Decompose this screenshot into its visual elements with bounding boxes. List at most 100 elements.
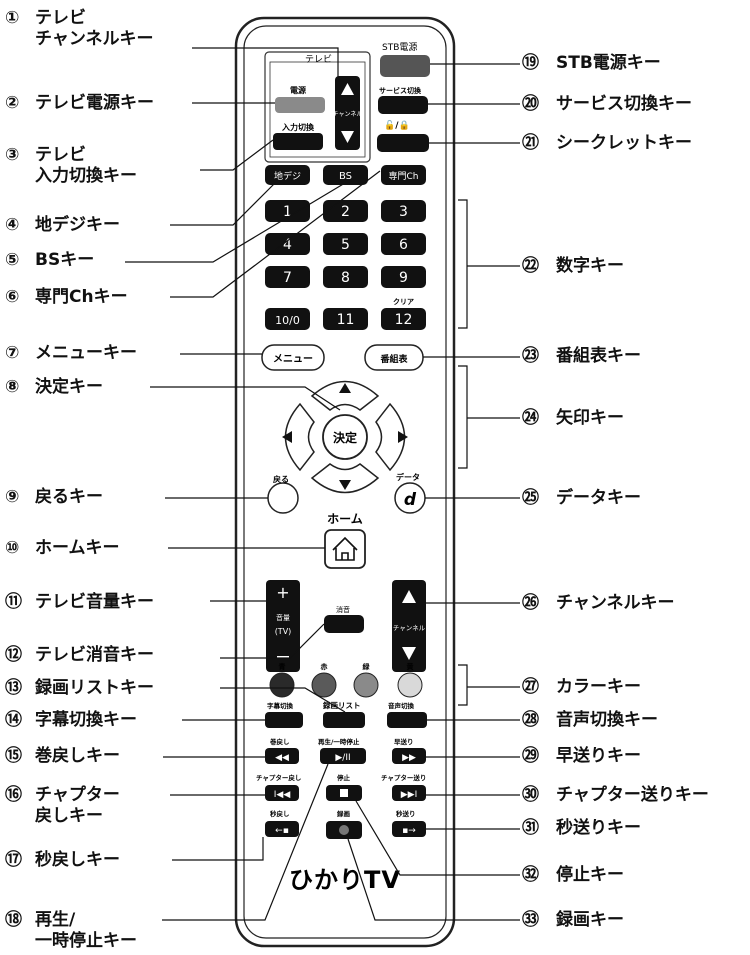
label-number: ⑰ <box>5 850 22 870</box>
subtitle-button[interactable] <box>265 712 303 728</box>
label-text: チャンネルキー <box>556 593 675 613</box>
home-caption: ホーム <box>327 512 363 526</box>
label-text: 決定キー <box>35 377 103 397</box>
home-icon <box>332 536 358 561</box>
label-number: ⑧ <box>5 377 20 397</box>
audio-button[interactable] <box>387 712 427 728</box>
clear-caption: クリア <box>393 297 414 306</box>
label-text: チャプター <box>35 785 120 805</box>
play-pause-button[interactable] <box>320 748 366 764</box>
label-number: ⑥ <box>5 287 20 307</box>
digit-0-button[interactable] <box>265 200 310 222</box>
play-pause-icon: ▶/II <box>335 753 350 763</box>
color-key-1-caption: 赤 <box>321 662 328 671</box>
bs-label: BS <box>339 171 352 182</box>
tv-section-label: テレビ <box>305 54 332 65</box>
color-key-3[interactable] <box>397 672 423 698</box>
digit-10-button[interactable] <box>323 308 368 330</box>
tv-volume-rocker[interactable] <box>266 580 300 672</box>
sec-fwd-button[interactable] <box>392 821 426 837</box>
tv-ch-up-icon <box>341 83 354 95</box>
digit-5-button[interactable] <box>381 233 426 255</box>
sec-back-button[interactable] <box>265 821 299 837</box>
sec-back-caption: 秒戻し <box>270 809 290 818</box>
stop-icon <box>340 789 348 797</box>
mute-button[interactable] <box>324 615 364 633</box>
color-key-1[interactable] <box>311 672 337 698</box>
digit-8-button[interactable] <box>381 266 426 288</box>
arrow-down-key[interactable] <box>310 463 380 494</box>
label-number: ㉓ <box>522 346 539 366</box>
digit-4-button[interactable] <box>323 233 368 255</box>
arrow-right-key[interactable] <box>375 402 406 472</box>
label-text: 数字キー <box>556 256 624 276</box>
chap-back-button[interactable] <box>265 785 299 801</box>
digit-8-label: 9 <box>399 270 408 286</box>
label-text: 早送りキー <box>556 746 641 766</box>
label-text-line2: 入力切換キー <box>35 166 137 187</box>
chideji-button[interactable] <box>265 165 310 185</box>
bracket-24 <box>458 365 468 469</box>
digit-2-button[interactable] <box>381 200 426 222</box>
digit-7-button[interactable] <box>323 266 368 288</box>
senmon-button[interactable] <box>381 165 426 185</box>
label-number: ㉚ <box>522 785 539 805</box>
sec-fwd-caption: 秒送り <box>396 809 416 818</box>
channel-rocker[interactable] <box>392 580 426 672</box>
back-caption: 戻る <box>272 474 289 484</box>
digit-9-button[interactable] <box>265 308 310 330</box>
menu-button[interactable] <box>261 344 325 371</box>
leader-33 <box>347 838 520 921</box>
label-text: 字幕切換キー <box>35 710 137 730</box>
label-text-line2: チャンネルキー <box>35 29 154 50</box>
label-number: ⑳ <box>522 94 539 114</box>
arrow-up-icon <box>339 383 351 393</box>
record-icon <box>339 825 349 835</box>
label-text: テレビ消音キー <box>35 645 154 665</box>
rec-list-caption: 録画リスト <box>323 700 361 710</box>
tv-channel-rocker[interactable] <box>335 76 360 150</box>
leader-6 <box>170 170 381 298</box>
arrow-down-icon <box>339 480 351 490</box>
home-button[interactable] <box>324 529 366 569</box>
secret-button[interactable] <box>377 134 429 152</box>
digit-6-button[interactable] <box>265 266 310 288</box>
tv-input-button[interactable] <box>273 133 323 150</box>
ok-button[interactable] <box>322 414 368 460</box>
color-key-2[interactable] <box>353 672 379 698</box>
service-button[interactable] <box>378 96 428 114</box>
tv-section-inner <box>269 61 366 158</box>
audio-caption: 音声切換 <box>388 701 415 710</box>
bs-button[interactable] <box>323 165 368 185</box>
ff-icon: ▶▶ <box>402 753 416 763</box>
rew-button[interactable] <box>265 748 299 764</box>
back-button[interactable] <box>267 482 299 514</box>
arrow-left-key[interactable] <box>284 402 315 472</box>
tv-power-button[interactable] <box>275 97 325 113</box>
label-text: 番組表キー <box>556 346 641 366</box>
chap-fwd-button[interactable] <box>392 785 426 801</box>
vol-tv-caption: (TV) <box>275 627 292 636</box>
digit-11-button[interactable] <box>381 308 426 330</box>
sec-fwd-icon: ▪→ <box>402 826 416 836</box>
label-text: メニューキー <box>35 343 137 363</box>
color-key-0[interactable] <box>269 672 295 698</box>
ff-button[interactable] <box>392 748 426 764</box>
label-number: ⑱ <box>5 910 22 930</box>
vol-plus-icon: + <box>276 583 289 602</box>
rec-list-button[interactable] <box>323 712 365 728</box>
label-number: ⑪ <box>5 592 22 612</box>
leader-5 <box>125 182 346 263</box>
senmon-label: 専門Ch <box>389 170 419 182</box>
label-text: 巻戻しキー <box>35 746 120 766</box>
stb-power-button[interactable] <box>380 55 430 77</box>
